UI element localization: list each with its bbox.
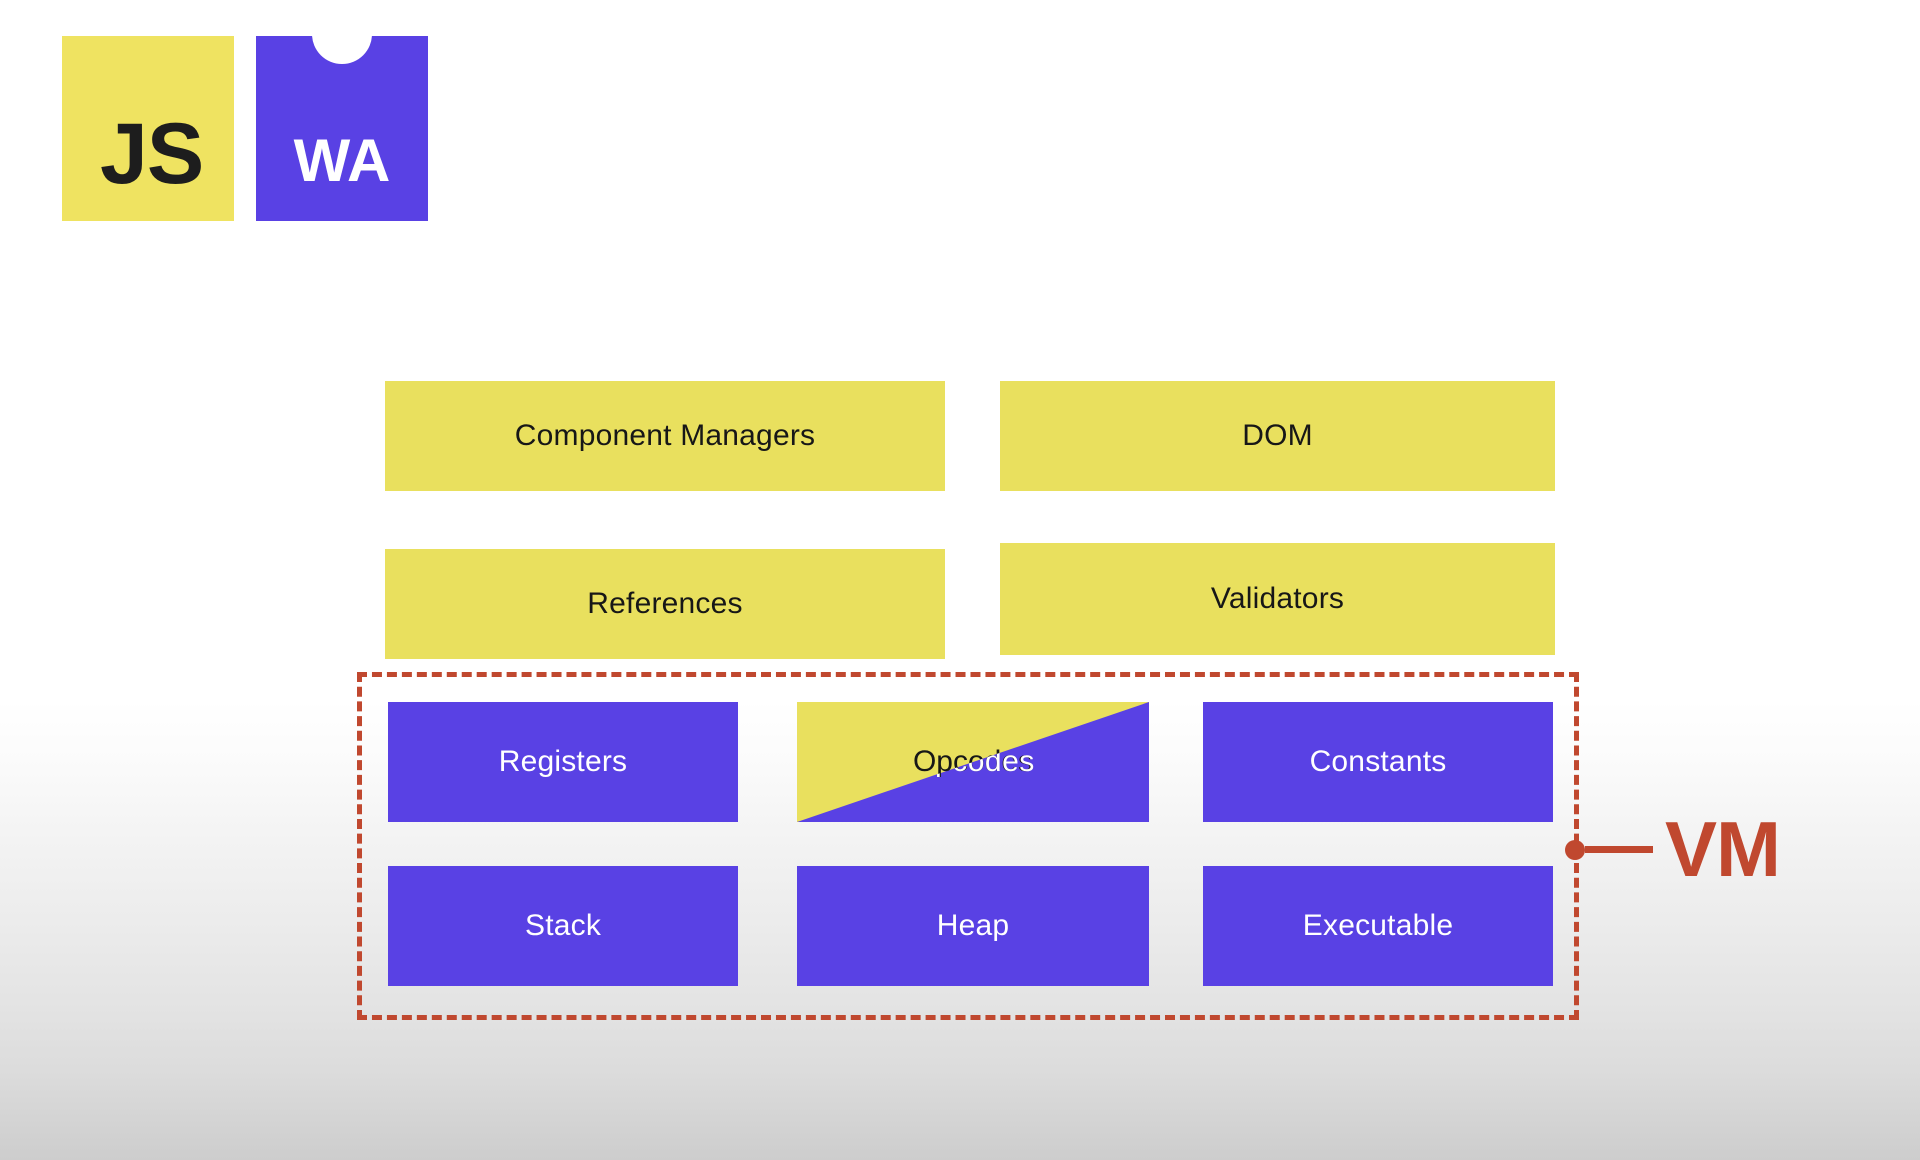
vm-callout-anchor-dot-icon <box>1565 839 1585 860</box>
box-component-managers-label: Component Managers <box>514 419 816 452</box>
box-dom-label: DOM <box>1242 419 1313 452</box>
box-stack-label: Stack <box>524 909 602 942</box>
javascript-logo-text: JS <box>100 106 204 202</box>
box-dom[interactable]: DOM <box>1000 381 1555 491</box>
logo-group: JS WA <box>62 36 428 221</box>
box-component-managers[interactable]: Component Managers <box>385 381 945 491</box>
webassembly-logo-text: WA <box>293 127 391 194</box>
vm-callout-label: VM <box>1665 805 1781 893</box>
box-registers[interactable]: Registers <box>388 702 738 822</box>
box-executable-label: Executable <box>1302 909 1454 942</box>
box-references[interactable]: References <box>385 549 945 659</box>
vm-callout: VM <box>1565 805 1781 893</box>
box-validators-label: Validators <box>1210 582 1345 615</box>
webassembly-logo: WA <box>256 36 428 221</box>
box-opcodes-label: Opcodes <box>912 745 1034 778</box>
webassembly-notch-icon <box>312 36 372 64</box>
box-opcodes[interactable]: Opcodes Opcodes <box>797 702 1149 822</box>
box-constants-label: Constants <box>1309 745 1447 778</box>
box-heap[interactable]: Heap <box>797 866 1149 986</box>
box-executable[interactable]: Executable <box>1203 866 1553 986</box>
box-heap-label: Heap <box>936 909 1010 942</box>
vm-callout-leader-line <box>1585 846 1653 854</box>
box-registers-label: Registers <box>498 745 628 778</box>
box-constants[interactable]: Constants <box>1203 702 1553 822</box>
box-references-label: References <box>587 587 743 620</box>
box-validators[interactable]: Validators <box>1000 543 1555 655</box>
javascript-logo: JS <box>62 36 234 221</box>
box-stack[interactable]: Stack <box>388 866 738 986</box>
